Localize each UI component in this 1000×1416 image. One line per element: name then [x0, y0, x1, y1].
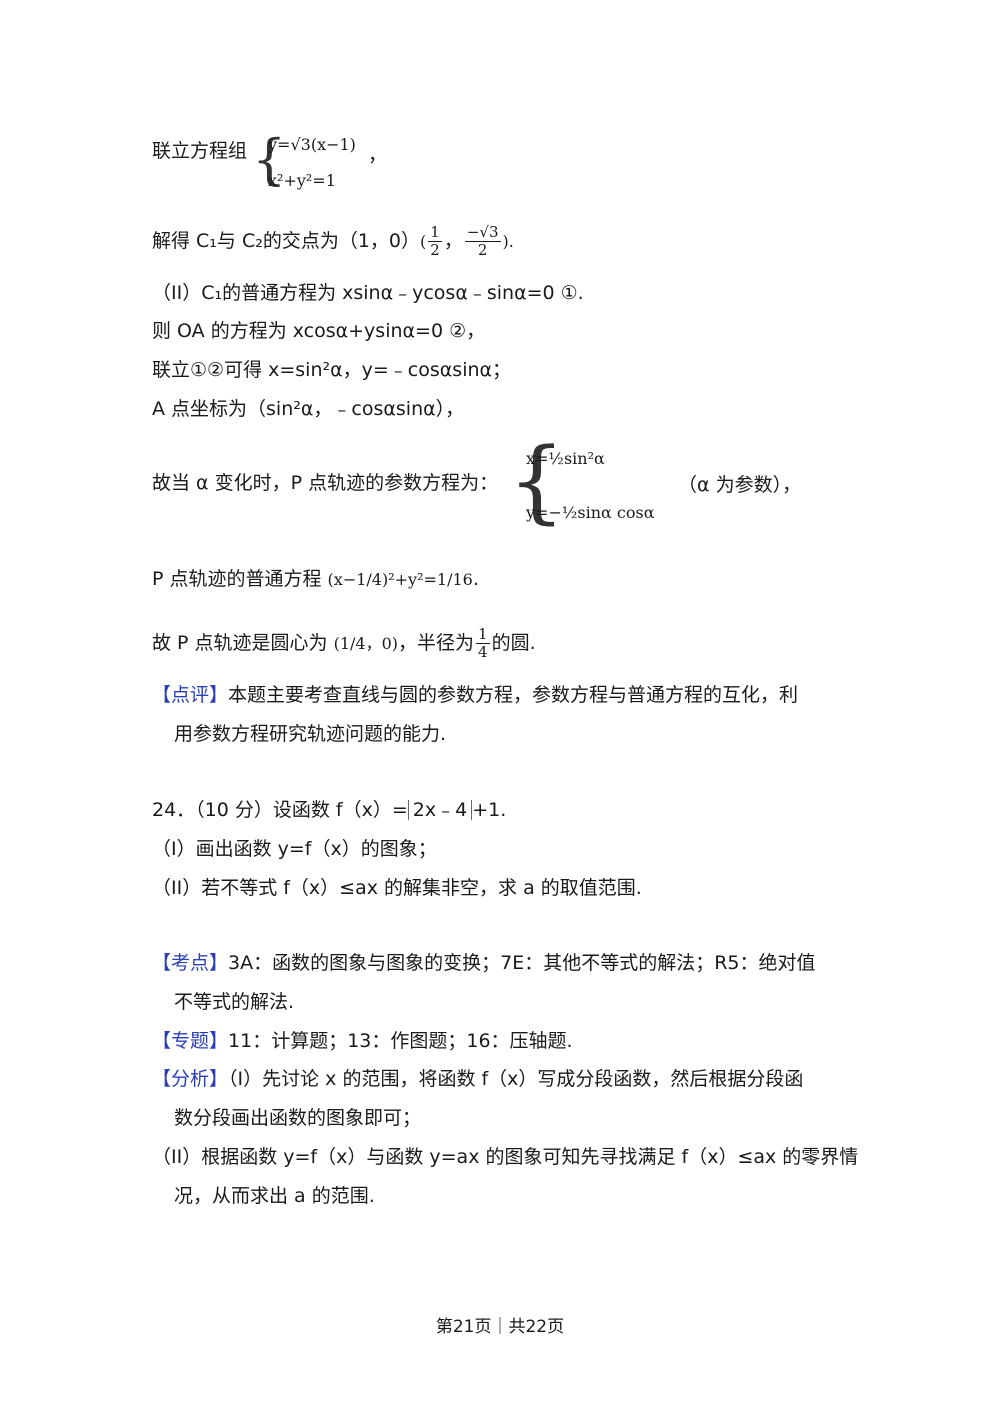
review-tag: 【点评】 [152, 684, 229, 706]
equation-2: x²+y²=1 [268, 171, 336, 190]
center-value: (1/4，0) [333, 634, 399, 653]
denominator: 4 [476, 643, 490, 661]
param-note: （α 为参数）， [678, 474, 802, 496]
parametric-label: 故当 α 变化时，P 点轨迹的参数方程为： [152, 472, 499, 494]
circle-text: 的圆. [491, 632, 536, 654]
question-tail: +1. [472, 799, 507, 821]
text-line-4: 则 OA 的方程为 xcosα+ysinα=0 ②， [152, 320, 486, 342]
question-text: 24．（10 分）设函数 f（x）= [152, 799, 408, 821]
kaodian-text: 3A：函数的图象与图象的变换；7E：其他不等式的解法；R5：绝对值 [228, 952, 816, 974]
comma: ， [368, 144, 388, 166]
kaodian-line-1: 【考点】3A：函数的图象与图象的变换；7E：其他不等式的解法；R5：绝对值 [152, 950, 816, 976]
zhuanti-line: 【专题】11：计算题；13：作图题；16：压轴题. [152, 1028, 573, 1054]
center-label: 故 P 点轨迹是圆心为 [152, 632, 328, 654]
numerator: 1 [478, 625, 488, 643]
denominator: 2 [464, 241, 501, 259]
param-eq-y: y=−½sinα cosα [526, 503, 655, 522]
question-24-part-ii: （II）若不等式 f（x）≤ax 的解集非空，求 a 的取值范围. [152, 877, 642, 899]
question-24: 24．（10 分）设函数 f（x）=2x﹣4+1. [152, 797, 506, 823]
kaodian-line-2: 不等式的解法. [174, 991, 295, 1013]
question-24-part-i: （I）画出函数 y=f（x）的图象； [152, 838, 437, 860]
zhuanti-text: 11：计算题；13：作图题；16：压轴题. [228, 1030, 573, 1052]
param-eq-x: x=½sin²α [526, 449, 605, 468]
numerator: 1 [430, 223, 440, 241]
radius-label: ，半径为 [398, 632, 475, 654]
param-brace-icon: { [508, 429, 566, 534]
kaodian-tag: 【考点】 [152, 952, 229, 974]
fenxi-text: （I）先讨论 x 的范围，将函数 f（x）写成分段函数，然后根据分段函 [228, 1068, 804, 1090]
review-text: 本题主要考查直线与圆的参数方程，参数方程与普通方程的互化，利 [228, 684, 799, 706]
paren-open: ( [420, 232, 427, 251]
general-eq: (x−1/4)²+y²=1/16 [327, 570, 473, 589]
text-line-3: （II）C₁的普通方程为 xsinα﹣ycosα﹣sinα=0 ①. [152, 282, 584, 304]
paren-close: ). [502, 232, 514, 251]
fenxi-line-1: 【分析】（I）先讨论 x 的范围，将函数 f（x）写成分段函数，然后根据分段函 [152, 1066, 803, 1092]
zhuanti-tag: 【专题】 [152, 1030, 229, 1052]
system-equations-line: 联立方程组 [152, 138, 247, 164]
fenxi-tag: 【分析】 [152, 1068, 229, 1090]
page-footer: 第21页｜共22页 [435, 1317, 565, 1337]
system-label: 联立方程组 [152, 140, 248, 162]
intersection-text: 解得 C₁与 C₂的交点为（1，0） [152, 230, 421, 252]
denominator: 2 [428, 241, 442, 259]
fenxi-line-2: 数分段画出函数的图象即可； [174, 1107, 422, 1129]
review-line-1: 【点评】本题主要考查直线与圆的参数方程，参数方程与普通方程的互化，利 [152, 682, 798, 708]
period: . [472, 568, 479, 590]
numerator: −√3 [466, 223, 499, 241]
general-eq-label: P 点轨迹的普通方程 [152, 568, 322, 590]
equation-1: y=√3(x−1) [268, 135, 356, 154]
fenxi-line-4: 况，从而求出 a 的范围. [174, 1185, 375, 1207]
general-equation-line: P 点轨迹的普通方程 (x−1/4)²+y²=1/16. [152, 566, 479, 593]
text-line-5: 联立①②可得 x=sin²α，y=﹣cosαsinα； [152, 359, 512, 381]
left-brace-icon: { [252, 128, 287, 191]
text-line-6: A 点坐标为（sin²α，﹣cosαsinα）， [152, 398, 465, 420]
fenxi-line-3: （II）根据函数 y=f（x）与函数 y=ax 的图象可知先寻找满足 f（x）≤… [152, 1146, 859, 1168]
absolute-value: 2x﹣4 [407, 800, 473, 820]
separator: ， [443, 230, 463, 252]
review-line-2: 用参数方程研究轨迹问题的能力. [174, 723, 447, 745]
